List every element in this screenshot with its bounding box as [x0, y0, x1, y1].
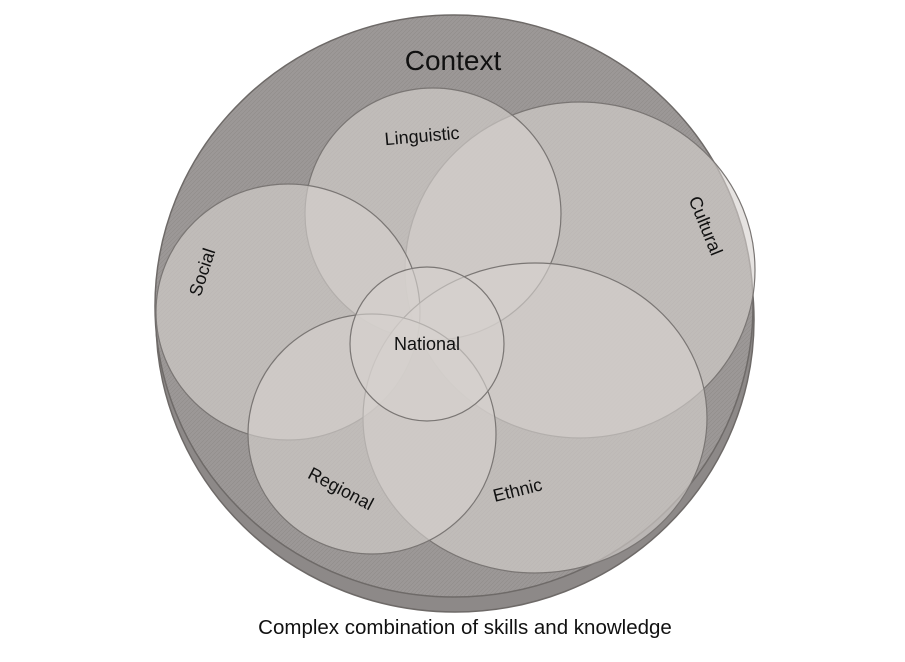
diagram-caption: Complex combination of skills and knowle…	[258, 616, 672, 639]
context-label: Context	[405, 45, 502, 76]
skills-knowledge-diagram: Context Linguistic Cultural Social Natio…	[154, 14, 756, 613]
national-circle	[349, 266, 505, 422]
national-label: National	[394, 334, 460, 354]
